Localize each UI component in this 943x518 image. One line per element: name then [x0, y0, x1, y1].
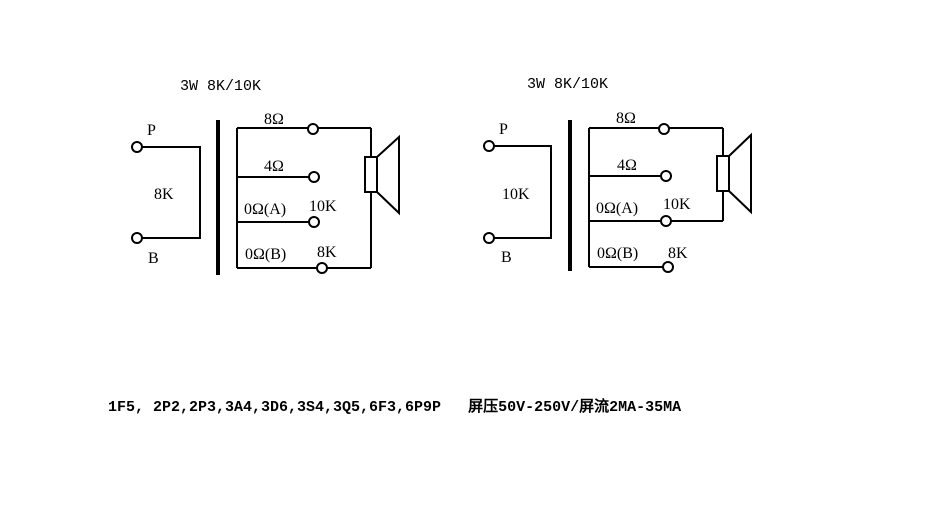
terminal-p-label: P — [499, 121, 508, 138]
tap-0ohm-a-note: 10K — [309, 198, 337, 215]
diagram-right: 3W 8K/10K P 10K B 8Ω 4Ω 0Ω(A) 10K 0Ω(B) … — [483, 76, 752, 273]
tap-0ohm-a-note: 10K — [663, 196, 691, 213]
tap-8ohm-label: 8Ω — [264, 111, 284, 128]
terminal-b — [483, 232, 495, 244]
diagram-title: 3W 8K/10K — [180, 78, 261, 95]
tap-0ohm-b-label: 0Ω(B) — [597, 245, 638, 262]
terminal-p — [483, 140, 495, 152]
diagram-left: 3W 8K/10K P 8K B 8Ω 4Ω 0Ω(A) 10K 0Ω(B) 8… — [131, 78, 400, 275]
terminal-b — [131, 232, 143, 244]
primary-impedance-label: 8K — [154, 186, 174, 203]
footer-note: 1F5, 2P2,2P3,3A4,3D6,3S4,3Q5,6F3,6P9P 屏压… — [108, 395, 681, 416]
tap-8ohm-terminal — [307, 123, 319, 135]
terminal-b-label: B — [148, 250, 159, 267]
tap-0ohm-b-note: 8K — [668, 245, 688, 262]
tap-0ohm-a-terminal — [308, 216, 320, 228]
diagram-title: 3W 8K/10K — [527, 76, 608, 93]
tap-0ohm-a-label: 0Ω(A) — [596, 200, 638, 217]
tap-0ohm-b-terminal — [662, 261, 674, 273]
primary-winding — [494, 145, 552, 239]
primary-impedance-label: 10K — [502, 186, 530, 203]
primary-winding — [142, 146, 201, 239]
speaker-icon — [716, 132, 752, 215]
tap-8ohm-label: 8Ω — [616, 110, 636, 127]
tap-0ohm-a-label: 0Ω(A) — [244, 201, 286, 218]
tube-list: 1F5, 2P2,2P3,3A4,3D6,3S4,3Q5,6F3,6P9P — [108, 399, 442, 416]
tap-4ohm-label: 4Ω — [264, 158, 284, 175]
terminal-p-label: P — [147, 122, 156, 139]
tap-4ohm-terminal — [308, 171, 320, 183]
terminal-p — [131, 141, 143, 153]
terminal-b-label: B — [501, 249, 512, 266]
tap-4ohm-label: 4Ω — [617, 157, 637, 174]
tap-8ohm-terminal — [658, 123, 670, 135]
plate-specs: 屏压50V-250V/屏流2MA-35MA — [468, 399, 682, 416]
tap-0ohm-a-terminal — [660, 215, 672, 227]
tap-0ohm-b-label: 0Ω(B) — [245, 246, 286, 263]
tap-0ohm-b-terminal — [316, 262, 328, 274]
tap-0ohm-b-note: 8K — [317, 244, 337, 261]
speaker-icon — [364, 134, 400, 216]
tap-4ohm-terminal — [660, 170, 672, 182]
